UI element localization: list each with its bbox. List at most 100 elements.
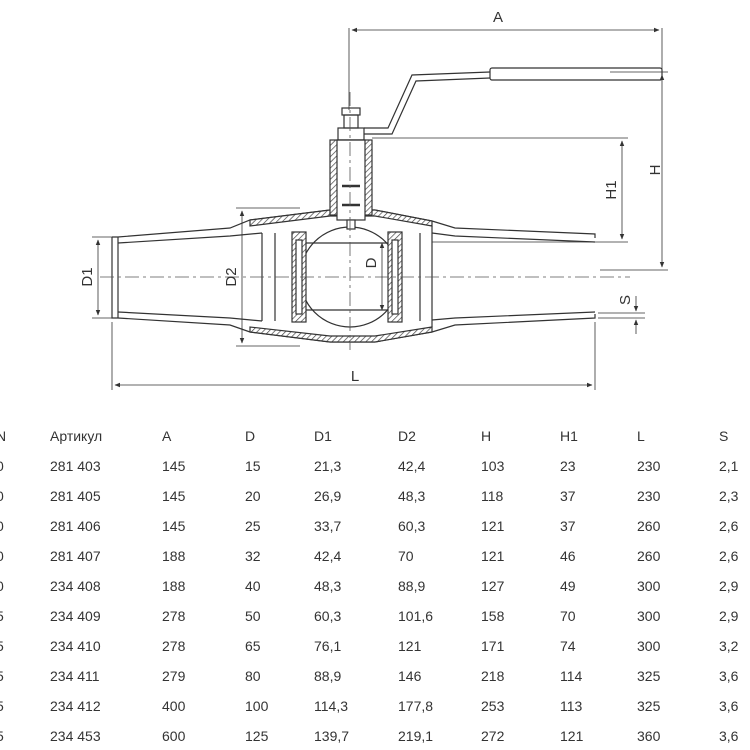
dimension-lines: [92, 27, 668, 390]
table-cell: 88,9: [398, 578, 426, 594]
table-cell: 37: [560, 518, 576, 534]
table-cell: 74: [560, 638, 576, 654]
table-cell: 281 405: [50, 488, 101, 504]
table-cell: 70: [398, 548, 414, 564]
table-cell: 145: [162, 518, 186, 534]
table-cell: 101,6: [398, 608, 434, 624]
spec-table: NАртикулADD1D2HH1LS0281 4031451521,342,4…: [0, 421, 750, 750]
dim-label-d: D: [363, 257, 380, 268]
table-cell: 230: [637, 458, 661, 474]
table-cell: 103: [481, 458, 505, 474]
table-cell: 234 410: [50, 638, 101, 654]
dim-label-a: A: [493, 9, 503, 26]
table-cell: 2,9: [719, 608, 739, 624]
table-cell: 0: [0, 488, 4, 504]
column-header: D1: [314, 428, 332, 444]
dim-label-d1: D1: [79, 267, 96, 286]
table-cell: 171: [481, 638, 505, 654]
table-cell: 234 409: [50, 608, 101, 624]
table-cell: 114: [560, 668, 583, 684]
table-cell: 127: [481, 578, 505, 594]
column-header: N: [0, 428, 7, 444]
table-cell: 2,3: [719, 488, 739, 504]
table-cell: 281 406: [50, 518, 101, 534]
table-cell: 60,3: [398, 518, 426, 534]
table-cell: 2,1: [719, 458, 739, 474]
table-cell: 100: [245, 698, 269, 714]
table-cell: 260: [637, 518, 661, 534]
center-lines: [100, 92, 630, 350]
table-cell: 42,4: [398, 458, 426, 474]
table-cell: 300: [637, 578, 661, 594]
table-cell: 234 408: [50, 578, 101, 594]
table-cell: 26,9: [314, 488, 342, 504]
table-cell: 0: [0, 578, 4, 594]
table-cell: 139,7: [314, 728, 350, 744]
table-cell: 5: [0, 638, 4, 654]
table-cell: 2,9: [719, 578, 739, 594]
table-cell: 25: [245, 518, 261, 534]
column-header: D: [245, 428, 256, 444]
table-cell: 360: [637, 728, 661, 744]
table-cell: 300: [637, 608, 661, 624]
column-header: H: [481, 428, 492, 444]
table-cell: 188: [162, 578, 186, 594]
table-cell: 5: [0, 608, 4, 624]
table-cell: 3,6: [719, 668, 739, 684]
dim-label-s: S: [617, 295, 634, 305]
column-header: S: [719, 428, 729, 444]
table-cell: 145: [162, 488, 186, 504]
table-cell: 37: [560, 488, 576, 504]
table-cell: 3,2: [719, 638, 739, 654]
dim-label-h1: H1: [603, 180, 620, 199]
table-cell: 188: [162, 548, 186, 564]
table-cell: 278: [162, 638, 186, 654]
table-cell: 145: [162, 458, 186, 474]
table-cell: 272: [481, 728, 505, 744]
table-cell: 60,3: [314, 608, 342, 624]
table-cell: 50: [245, 608, 261, 624]
column-header: H1: [560, 428, 578, 444]
table-cell: 5: [0, 698, 4, 714]
valve-body: [111, 67, 663, 343]
table-cell: 600: [162, 728, 186, 744]
table-cell: 0: [0, 548, 4, 564]
table-cell: 279: [162, 668, 186, 684]
table-cell: 230: [637, 488, 661, 504]
table-cell: 33,7: [314, 518, 342, 534]
table-cell: 260: [637, 548, 661, 564]
table-cell: 49: [560, 578, 576, 594]
dim-label-l: L: [351, 368, 359, 385]
table-cell: 234 453: [50, 728, 101, 744]
table-cell: 70: [560, 608, 576, 624]
table-cell: 400: [162, 698, 186, 714]
table-cell: 234 411: [50, 668, 100, 684]
dim-label-d2: D2: [223, 267, 240, 286]
table-cell: 32: [245, 548, 261, 564]
table-cell: 218: [481, 668, 505, 684]
table-cell: 146: [398, 668, 422, 684]
table-cell: 15: [245, 458, 261, 474]
table-cell: 0: [0, 458, 4, 474]
table-cell: 325: [637, 668, 661, 684]
table-cell: 121: [481, 548, 505, 564]
table-cell: 234 412: [50, 698, 101, 714]
table-cell: 20: [245, 488, 261, 504]
table-cell: 121: [481, 518, 505, 534]
column-header: L: [637, 428, 645, 444]
table-cell: 21,3: [314, 458, 342, 474]
dim-label-h: H: [647, 165, 664, 176]
table-cell: 46: [560, 548, 576, 564]
table-cell: 3,6: [719, 728, 739, 744]
table-cell: 177,8: [398, 698, 434, 714]
table-cell: 300: [637, 638, 661, 654]
table-cell: 76,1: [314, 638, 342, 654]
table-cell: 253: [481, 698, 505, 714]
table-cell: 121: [398, 638, 422, 654]
table-cell: 5: [0, 668, 4, 684]
table-cell: 2,6: [719, 548, 739, 564]
column-header: Артикул: [50, 428, 103, 444]
table-cell: 0: [0, 518, 4, 534]
table-cell: 5: [0, 728, 4, 744]
ball-valve-drawing: A H H1 D1 D2 D L S: [79, 9, 668, 390]
